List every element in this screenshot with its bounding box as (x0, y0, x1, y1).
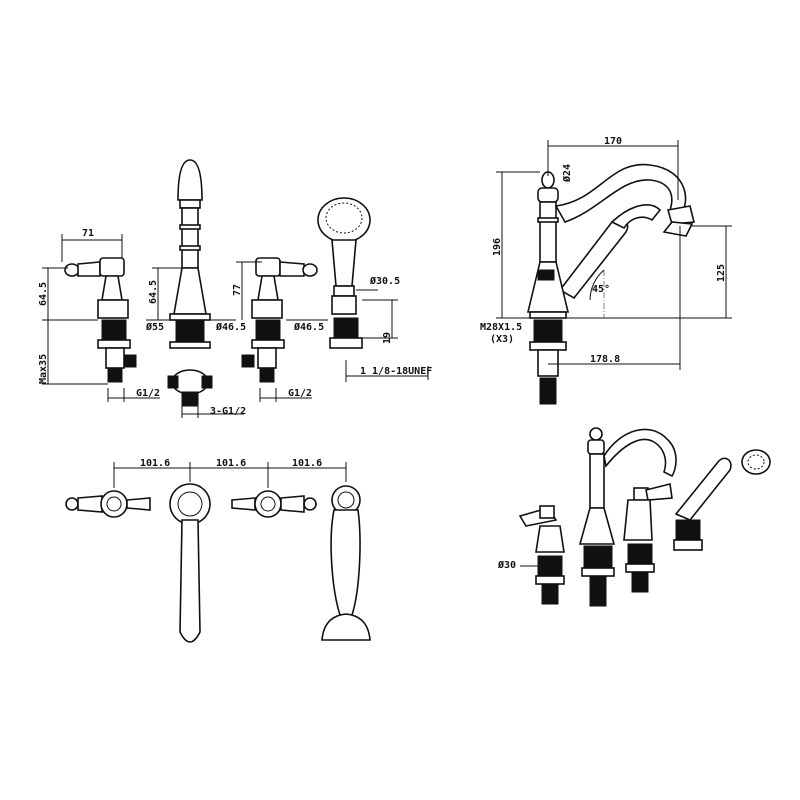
dim-d30: Ø30 (497, 559, 516, 571)
dim-71: 71 (82, 228, 94, 239)
dim-max35: Max35 (38, 354, 49, 384)
thread-count: (X3) (490, 334, 514, 345)
spacing-1: 101.6 (140, 458, 170, 469)
iso-view: Ø30 (497, 427, 771, 607)
top-view: 101.6 101.6 101.6 (65, 458, 371, 643)
thread-m28: M28X1.5 (480, 322, 522, 333)
dim-64-5-center: 64.5 (148, 280, 159, 304)
hand-shower (317, 197, 371, 349)
dim-d24: Ø24 (561, 164, 573, 183)
spacing-3: 101.6 (292, 458, 322, 469)
dim-3-g12: 3-G1/2 (210, 406, 246, 417)
dim-d46-5-b: Ø46.5 (293, 321, 324, 333)
dim-170: 170 (604, 136, 622, 147)
dim-19: 19 (382, 332, 393, 344)
left-valve (64, 257, 137, 383)
dim-d30-5: Ø30.5 (369, 275, 400, 287)
dim-g12-a: G1/2 (136, 388, 160, 399)
dim-77: 77 (232, 284, 243, 296)
dim-d46-5-a: Ø46.5 (215, 321, 246, 333)
side-view: 170 Ø24 196 125 45° M28X1.5 (X3) 178.8 (480, 136, 732, 405)
right-valve (241, 257, 318, 383)
front-view: 71 64.5 Max35 64.5 Ø55 Ø46.5 77 Ø46.5 Ø3… (38, 159, 432, 418)
spacing-2: 101.6 (216, 458, 246, 469)
dim-g12-b: G1/2 (288, 388, 312, 399)
dim-64-5-left: 64.5 (38, 282, 49, 306)
center-spout (167, 159, 213, 407)
dim-125: 125 (716, 264, 727, 282)
dim-angle-45: 45° (592, 284, 610, 295)
thread-spec: 1 1/8-18UNEF (360, 366, 432, 377)
dim-196: 196 (492, 238, 503, 256)
dim-178-8: 178.8 (590, 354, 620, 365)
dim-d55: Ø55 (145, 321, 164, 333)
